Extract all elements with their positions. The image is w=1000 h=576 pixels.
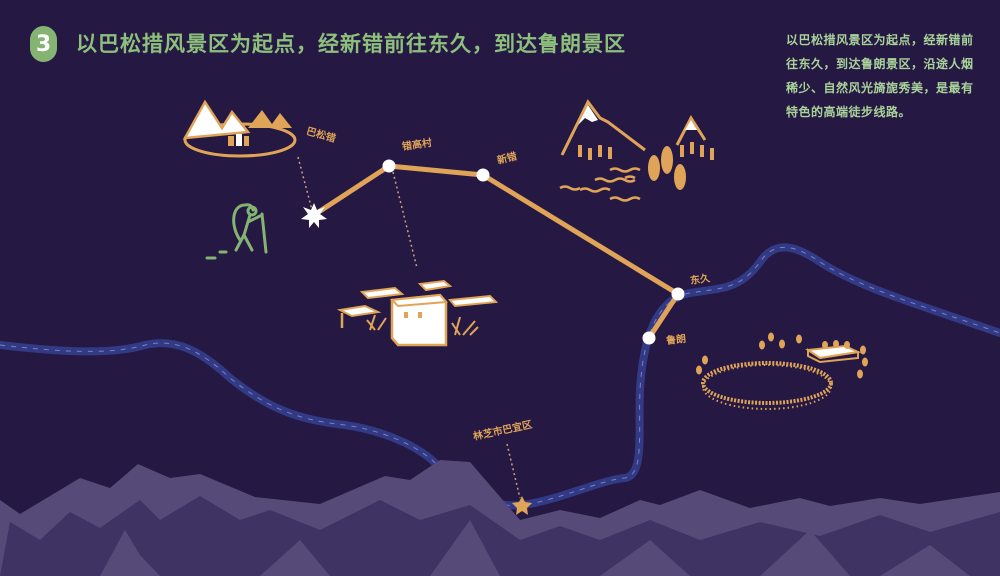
hiker-icon [205, 203, 268, 260]
page-title: 以巴松措风景区为起点，经新错前往东久，到达鲁朗景区 [76, 32, 626, 56]
landmark-star-icon[interactable] [512, 496, 532, 515]
mountain-range [0, 460, 1000, 576]
stop-label-dongjiu: 东久 [689, 273, 711, 287]
leader-lines [297, 156, 521, 499]
highway-road [0, 243, 1000, 510]
route-description: 以巴松措风景区为起点，经新错前往东久，到达鲁朗景区，沿途人烟稀少、自然风光旖旎秀… [786, 33, 974, 119]
stop-node-dongjiu[interactable] [671, 287, 685, 301]
cuogao-village-illustration [336, 279, 499, 347]
stop-node-xincuo[interactable] [476, 168, 490, 182]
stop-node-lulang[interactable] [642, 331, 656, 345]
basongcuo-lake-illustration [182, 99, 297, 158]
stop-node-cuogao[interactable] [382, 159, 396, 173]
start-star-icon[interactable] [301, 203, 327, 228]
step-number-badge: 3 [30, 26, 57, 62]
xincuo-landscape-illustration [559, 99, 714, 202]
stop-label-lulang: 鲁朗 [665, 333, 687, 347]
lulang-meadow-illustration [696, 332, 868, 410]
